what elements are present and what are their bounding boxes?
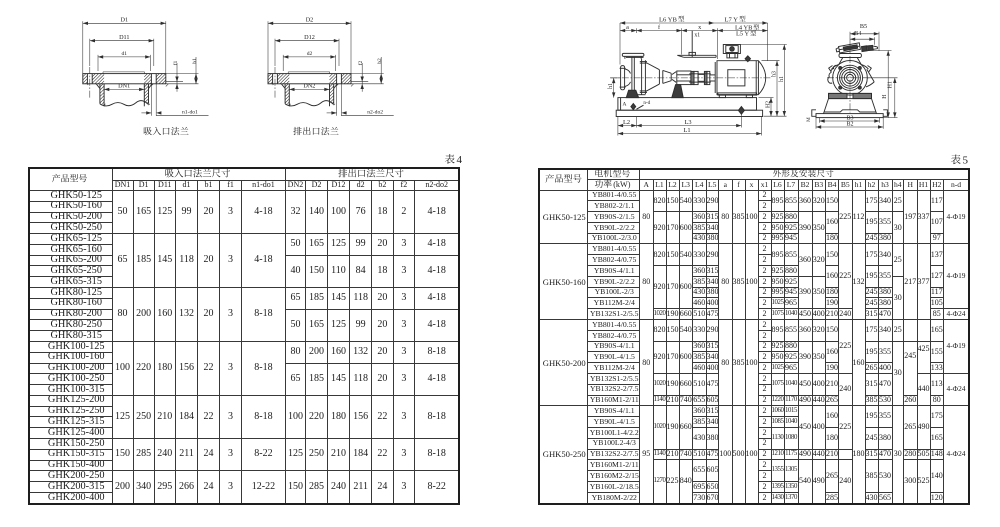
- svg-text:h3: h3: [772, 71, 778, 77]
- svg-text:D2: D2: [306, 16, 314, 23]
- svg-text:D1: D1: [121, 16, 129, 23]
- svg-text:d2: d2: [307, 51, 313, 57]
- svg-text:L2: L2: [623, 119, 630, 126]
- svg-text:h1: h1: [779, 76, 785, 82]
- svg-text:4: 4: [457, 154, 463, 166]
- svg-text:h1: h1: [608, 83, 614, 89]
- svg-text:x: x: [698, 24, 702, 31]
- svg-text:M: M: [806, 117, 812, 122]
- svg-text:A: A: [622, 102, 626, 108]
- svg-text:f2: f2: [357, 60, 364, 65]
- svg-text:x1: x1: [694, 33, 700, 39]
- svg-text:D11: D11: [119, 34, 129, 41]
- svg-text:n1-do1: n1-do1: [182, 110, 198, 116]
- svg-text:d1: d1: [122, 51, 128, 57]
- svg-text:n-d: n-d: [643, 100, 650, 106]
- svg-text:L7 Y: L7 Y: [725, 16, 739, 23]
- svg-text:n2-do2: n2-do2: [367, 110, 383, 116]
- svg-text:H1: H1: [887, 81, 893, 88]
- svg-text:B3: B3: [846, 116, 853, 122]
- svg-text:L4 YB: L4 YB: [735, 25, 752, 32]
- svg-text:B4: B4: [854, 30, 861, 37]
- svg-text:L1: L1: [683, 127, 690, 134]
- svg-text:(kW): (kW): [613, 180, 631, 189]
- svg-text:H: H: [882, 94, 888, 99]
- svg-text:DN1: DN1: [118, 82, 130, 89]
- svg-text:B2: B2: [846, 122, 853, 128]
- svg-text:D12: D12: [304, 34, 315, 41]
- svg-text:5: 5: [963, 154, 969, 166]
- svg-text:f1: f1: [172, 60, 179, 65]
- svg-text:a: a: [626, 24, 629, 31]
- svg-text:b1: b1: [192, 58, 198, 64]
- svg-text:DN2: DN2: [303, 82, 315, 89]
- svg-text:H2: H2: [766, 101, 772, 108]
- svg-text:f: f: [658, 24, 661, 31]
- svg-text:L6 YB: L6 YB: [659, 16, 677, 23]
- svg-text:L5 Y: L5 Y: [736, 30, 749, 37]
- svg-text:B5: B5: [860, 23, 867, 30]
- svg-text:L3: L3: [684, 119, 691, 126]
- svg-text:b2: b2: [377, 58, 383, 64]
